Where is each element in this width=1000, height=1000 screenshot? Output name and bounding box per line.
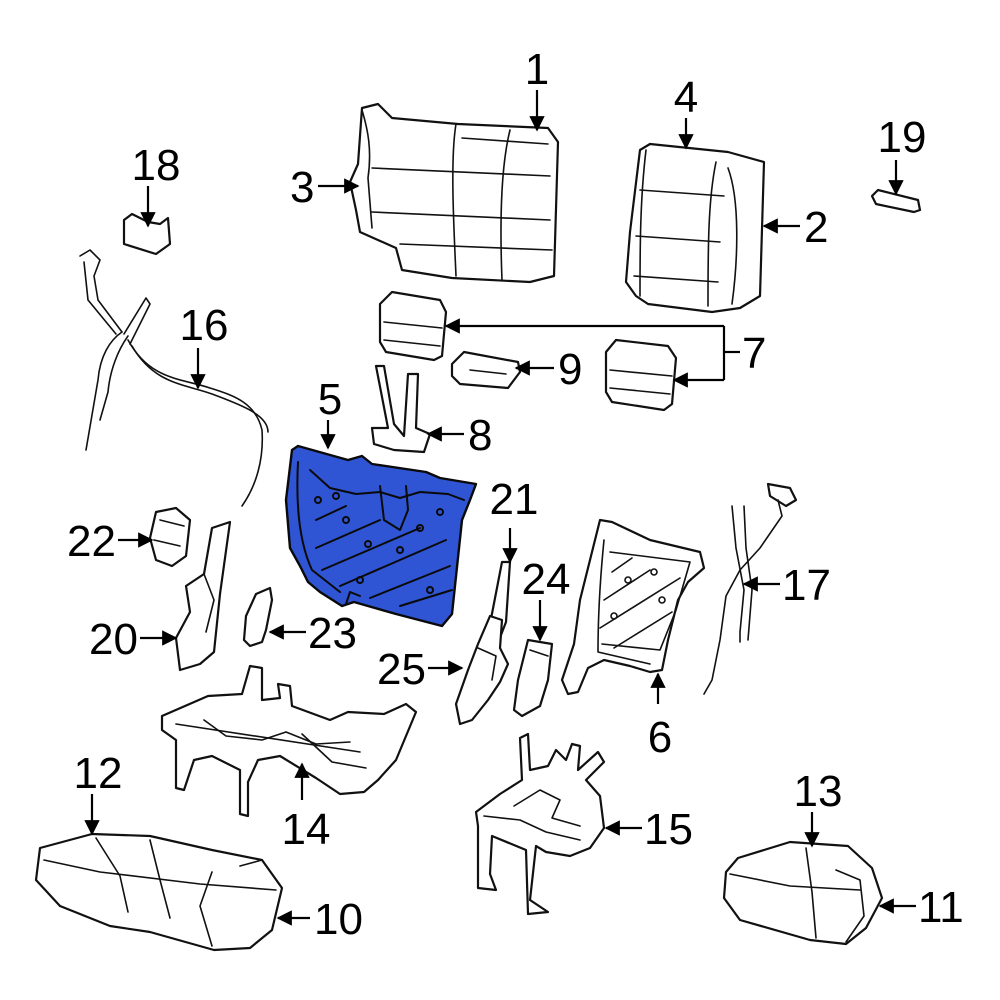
leader-lines — [84, 90, 916, 926]
side-support-part-25[interactable] — [454, 614, 510, 726]
callout-16: 16 — [180, 301, 229, 350]
callout-14: 14 — [282, 805, 331, 854]
callout-13: 13 — [794, 767, 843, 816]
callout-12: 12 — [74, 749, 123, 798]
callout-18: 18 — [132, 141, 181, 190]
trim-part-22[interactable] — [148, 506, 192, 568]
callout-19: 19 — [878, 113, 927, 162]
latch-cover-part-9[interactable] — [450, 350, 522, 390]
seat-cushion-part-13[interactable] — [722, 840, 884, 946]
callout-23: 23 — [308, 609, 357, 658]
cable-part-17[interactable] — [703, 482, 798, 695]
seat-cushion-part-12[interactable] — [34, 832, 284, 952]
back-frame-part-6[interactable] — [560, 518, 706, 696]
callout-labels: 1 2 3 4 5 6 7 8 9 10 11 12 13 14 15 16 1… — [67, 45, 964, 944]
callout-1: 1 — [525, 45, 549, 94]
callout-6: 6 — [648, 713, 672, 762]
callout-11: 11 — [918, 883, 964, 932]
cable-part-16[interactable] — [79, 249, 269, 507]
seat-back-small-part[interactable] — [624, 142, 766, 314]
callout-17: 17 — [782, 561, 831, 610]
callout-15: 15 — [644, 805, 693, 854]
callout-24: 24 — [522, 555, 571, 604]
headrest-part-7a[interactable] — [378, 290, 448, 362]
support-plate-part-24[interactable] — [512, 638, 554, 718]
seat-frame-part-15[interactable] — [474, 732, 606, 916]
callout-7: 7 — [742, 329, 766, 378]
callout-10: 10 — [314, 895, 363, 944]
callout-25: 25 — [377, 645, 426, 694]
callout-21: 21 — [490, 475, 539, 524]
seat-frame-part-14[interactable] — [160, 664, 418, 818]
clip-part-19[interactable] — [870, 188, 922, 214]
seat-back-large-part[interactable] — [348, 102, 560, 284]
side-bracket-part-20[interactable] — [174, 520, 232, 672]
bracket-part-18[interactable] — [122, 212, 172, 256]
headrest-guide-part-8[interactable] — [370, 364, 432, 454]
callout-20: 20 — [89, 615, 138, 664]
headrest-part-7b[interactable] — [604, 338, 678, 412]
callout-4: 4 — [674, 73, 698, 122]
callout-3: 3 — [290, 163, 314, 212]
back-panel-part-5[interactable] — [284, 444, 478, 628]
callout-9: 9 — [558, 345, 582, 394]
callout-2: 2 — [804, 203, 828, 252]
panel-part-23[interactable] — [242, 586, 274, 648]
callout-22: 22 — [67, 517, 116, 566]
callout-5: 5 — [318, 375, 342, 424]
callout-8: 8 — [468, 411, 492, 460]
